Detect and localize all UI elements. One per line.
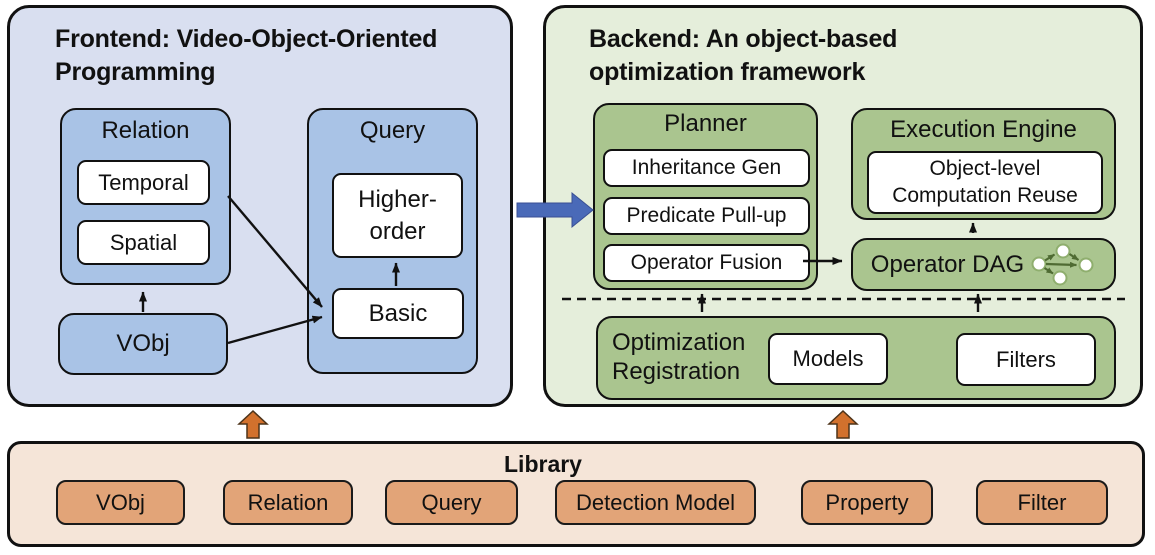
library-item-property: Property [801, 480, 933, 525]
models-box: Models [768, 333, 888, 385]
execution-engine-group: Execution Engine Object-level Computatio… [851, 108, 1116, 220]
library-item-relation: Relation [223, 480, 353, 525]
execution-engine-label: Execution Engine [890, 116, 1077, 143]
backend-panel: Backend: An object-based optimization fr… [543, 5, 1143, 407]
predicate-pullup-box: Predicate Pull-up [603, 197, 810, 235]
planner-label: Planner [664, 110, 747, 137]
temporal-box: Temporal [77, 160, 210, 205]
query-group: Query Higher-order Basic [307, 108, 478, 374]
frontend-title: Frontend: Video-Object-Oriented Programm… [55, 25, 438, 86]
inheritance-gen-box: Inheritance Gen [603, 149, 810, 187]
operator-fusion-box: Operator Fusion [603, 244, 810, 282]
library-item-vobj: VObj [56, 480, 185, 525]
operator-dag-label: Operator DAG [870, 250, 1025, 278]
optimization-registration-label: Optimization Registration [612, 329, 746, 385]
object-level-computation-reuse-box: Object-level Computation Reuse [867, 151, 1103, 214]
query-label: Query [359, 117, 426, 144]
library-title: Library [504, 451, 582, 477]
backend-title: Backend: An object-based optimization fr… [589, 25, 898, 86]
spatial-box: Spatial [77, 220, 210, 265]
library-item-detection-model: Detection Model [555, 480, 756, 525]
vobj-box: VObj [58, 313, 228, 375]
filters-box: Filters [956, 333, 1096, 386]
planner-group: Planner Inheritance Gen Predicate Pull-u… [593, 103, 818, 290]
frontend-panel: Frontend: Video-Object-Oriented Programm… [7, 5, 513, 407]
library-item-query: Query [385, 480, 518, 525]
higher-order-box: Higher-order [332, 173, 463, 258]
library-panel: Library VObj Relation Query Detection Mo… [7, 441, 1145, 547]
basic-box: Basic [332, 288, 464, 339]
library-to-backend-arrow [827, 409, 859, 439]
operator-dag-group: Operator DAG [851, 238, 1116, 291]
dag-icon [1031, 243, 1094, 285]
library-to-frontend-arrow [237, 409, 269, 439]
relation-group: Relation Temporal Spatial [60, 108, 231, 285]
optimization-registration-group: Optimization Registration Models Filters [596, 316, 1116, 400]
relation-label: Relation [101, 117, 190, 144]
library-item-filter: Filter [976, 480, 1108, 525]
